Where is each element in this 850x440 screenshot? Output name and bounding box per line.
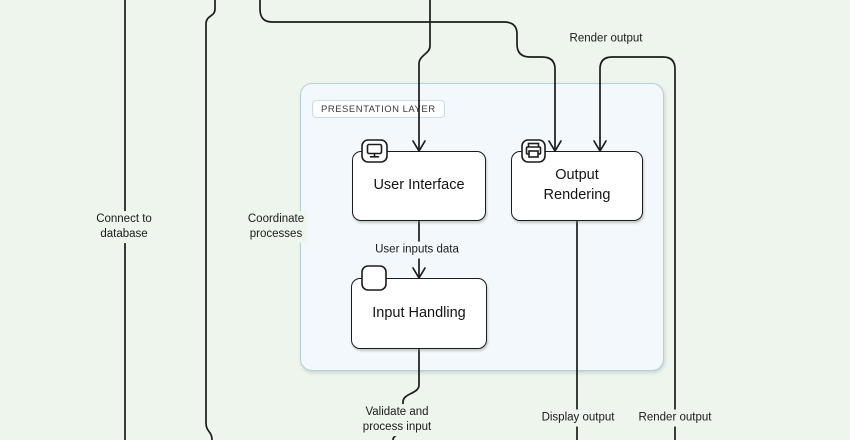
edge-top-into-user-interface (418, 0, 431, 152)
edge-label-render-output-top: Render output (566, 30, 646, 48)
edge-render-output-arch (599, 56, 676, 440)
presentation-layer-label: PRESENTATION LAYER (321, 103, 436, 115)
edge-label-render-output-bottom: Render output (635, 409, 715, 427)
node-output-rendering-label: Output Rendering (543, 167, 611, 203)
node-input-handling-label: Input Handling (372, 304, 466, 321)
edge-label-user-inputs-data: User inputs data (372, 241, 462, 259)
edge-label-coordinate-processes: Coordinate processes (244, 211, 308, 243)
presentation-layer-badge: PRESENTATION LAYER (312, 100, 445, 118)
printer-icon (521, 139, 546, 163)
edge-label-connect-to-database: Connect to database (93, 211, 155, 243)
edge-label-display-output: Display output (538, 409, 618, 427)
node-user-interface-label: User Interface (373, 177, 465, 194)
edge-coordinate-processes (205, 0, 216, 440)
monitor-icon (361, 139, 388, 163)
edge-top-into-output-rendering (259, 0, 556, 152)
edge-label-validate-process-input: Validate and process input (359, 404, 435, 436)
node-input-handling[interactable]: Input Handling (351, 278, 487, 349)
blank-badge-icon (361, 265, 387, 291)
node-user-interface[interactable]: User Interface (352, 151, 486, 221)
